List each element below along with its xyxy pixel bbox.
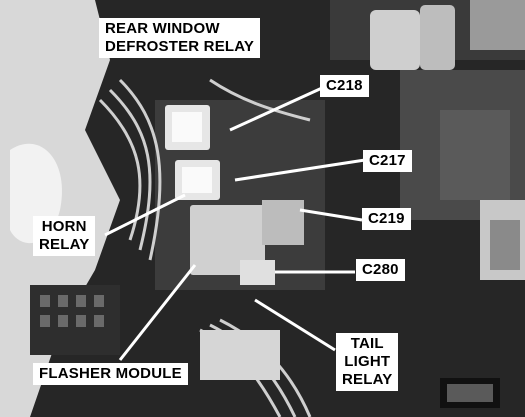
callout-flasher-module: FLASHER MODULE [33,363,188,385]
callout-line: HORN [41,218,87,235]
callout-horn-relay: HORN RELAY [33,216,96,256]
callout-line: REAR WINDOW [105,20,220,37]
callout-rear-window-defroster-relay: REAR WINDOW DEFROSTER RELAY [99,18,261,58]
callout-line: LIGHT [344,353,391,370]
callout-line: TAIL [350,335,384,352]
callout-c280: C280 [356,259,405,281]
callout-line: RELAY [342,371,393,388]
callout-tail-light-relay: TAIL LIGHT RELAY [336,333,399,391]
callout-c219: C219 [362,208,411,230]
leader-lines [104,86,366,361]
callout-line: DEFROSTER RELAY [105,38,255,55]
callout-c217: C217 [363,150,412,172]
callout-line: RELAY [39,236,90,253]
callout-c218: C218 [320,75,369,97]
